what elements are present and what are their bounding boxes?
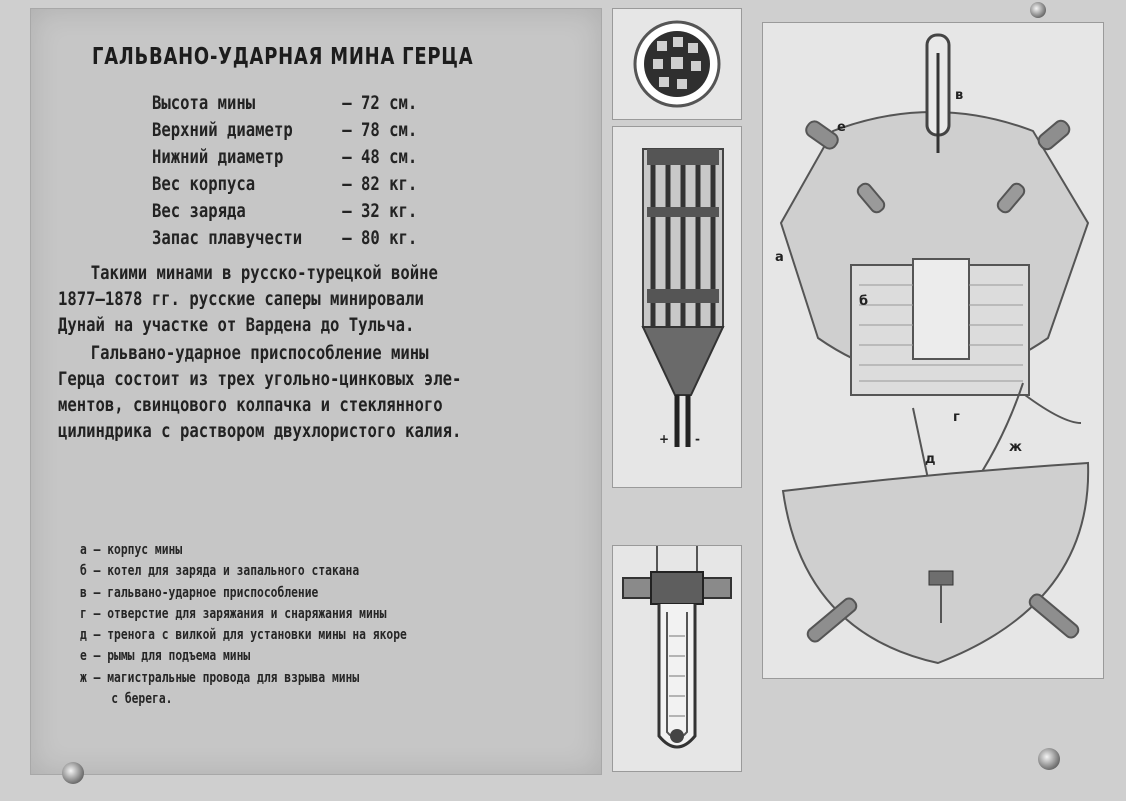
screw-icon — [62, 762, 84, 784]
legend-item: а — корпус мины — [80, 542, 183, 558]
paragraph-line: ментов, свинцового колпачка и стеклянног… — [58, 394, 443, 416]
text-panel — [30, 8, 602, 775]
paragraph-line: Герца состоит из трех угольно-цинковых э… — [58, 368, 462, 390]
callout-g: г — [953, 410, 960, 425]
spec-label: Вес заряда — [152, 200, 246, 222]
galvanic-cells-drawing: + - — [641, 148, 725, 447]
mine-diagram-drawing: в е а б г д ж — [775, 33, 1090, 665]
plus-label: + — [659, 432, 669, 446]
screw-icon — [1030, 2, 1046, 18]
spec-value: — 32 кг. — [342, 200, 418, 222]
legend-item: с берега. — [111, 691, 173, 708]
legend: а — корпус мины б — котел для заряда и з… — [80, 540, 407, 710]
callout-e: е — [837, 120, 846, 135]
mine-diagram-panel: в е а б г д ж — [762, 22, 1104, 679]
spec-value: — 72 см. — [342, 92, 418, 114]
spec-label: Нижний диаметр — [152, 146, 284, 168]
legend-item: г — отверстие для заряжания и снаряжания… — [80, 605, 387, 622]
spec-label: Высота мины — [152, 92, 256, 114]
callout-d: д — [925, 452, 936, 467]
history-paragraph: Такими минами в русско-турецкой войне 18… — [58, 260, 558, 338]
spec-value: — 48 см. — [342, 146, 418, 168]
cross-section-panel — [612, 8, 742, 120]
spec-value: — 82 кг. — [342, 173, 418, 195]
mechanism-paragraph: Гальвано-ударное приспособление мины Гер… — [58, 340, 558, 444]
spec-label: Запас плавучести — [152, 227, 303, 249]
legend-item: е — рымы для подъема мины — [80, 648, 251, 665]
paragraph-line: Гальвано-ударное приспособление мины — [90, 342, 429, 364]
paragraph-line: цилиндрика с раствором двухлористого кал… — [58, 420, 462, 442]
minus-label: - — [695, 432, 700, 446]
cross-section-drawing — [633, 20, 721, 108]
spec-value: — 80 кг. — [342, 227, 418, 249]
page-title: ГАЛЬВАНО-УДАРНАЯ МИНА ГЕРЦА — [92, 44, 474, 70]
paragraph-line: Такими минами в русско-турецкой войне — [90, 262, 438, 284]
legend-item: д — тренога с вилкой для установки мины … — [80, 627, 407, 644]
callout-v: в — [955, 88, 963, 103]
legend-item: в — гальвано-ударное приспособление — [80, 584, 319, 601]
galvanic-cells-panel: + - — [612, 126, 742, 488]
cap-cylinder-panel — [612, 545, 742, 772]
cap-cylinder-drawing — [622, 546, 732, 749]
callout-zh: ж — [1009, 440, 1022, 455]
callout-b: б — [859, 294, 868, 309]
legend-item: б — котел для заряда и запального стакан… — [80, 563, 360, 580]
spec-label: Верхний диаметр — [152, 119, 293, 141]
paragraph-line: Дунай на участке от Вардена до Тульча. — [58, 314, 415, 336]
paragraph-line: 1877—1878 гг. русские саперы минировали — [58, 288, 424, 310]
spec-value: — 78 см. — [342, 119, 418, 141]
screw-icon — [1038, 748, 1060, 770]
spec-label: Вес корпуса — [152, 173, 256, 195]
legend-item: ж — магистральные провода для взрыва мин… — [80, 669, 360, 686]
callout-a: а — [775, 250, 784, 265]
